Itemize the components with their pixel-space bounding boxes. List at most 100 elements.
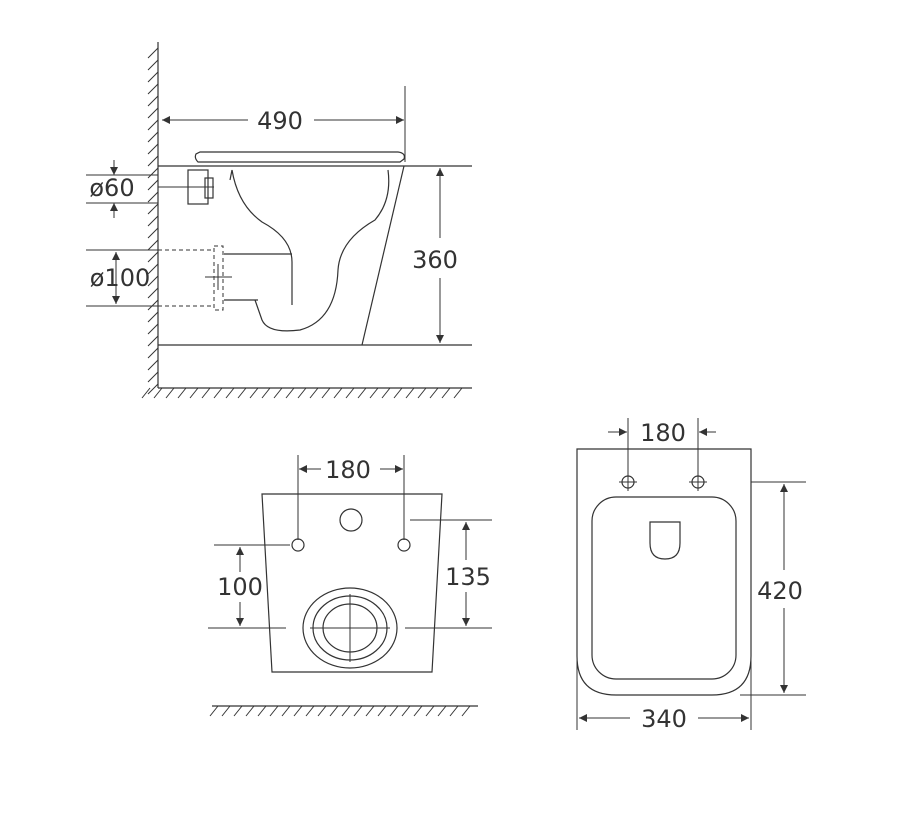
height-label: 360 — [412, 246, 458, 274]
inlet-diameter-label: ø60 — [89, 174, 134, 202]
hatch-line — [147, 251, 159, 263]
hatch-line — [425, 705, 435, 717]
hatch-line — [273, 387, 283, 399]
hatch-line — [321, 387, 331, 399]
hatch-line — [257, 705, 267, 717]
top-length-label: 420 — [757, 577, 803, 605]
hatch-line — [377, 705, 387, 717]
hatch-line — [189, 387, 199, 399]
hatch-line — [461, 705, 471, 717]
hatch-line — [213, 387, 223, 399]
rear-outlet-height-label: 100 — [217, 573, 263, 601]
hatch-line — [147, 311, 159, 323]
rear-bolt-hole-right — [397, 538, 411, 552]
outlet-diameter-dimension: ø100 — [86, 249, 158, 307]
top-body-outline — [576, 448, 752, 696]
top-bolt-spacing-label: 180 — [640, 419, 686, 447]
hatch-line — [165, 387, 175, 399]
hatch-line — [147, 203, 159, 215]
rear-bolt-height-label: 135 — [445, 563, 491, 591]
hatch-line — [365, 705, 375, 717]
hatch-line — [285, 387, 295, 399]
hatch-line — [317, 705, 327, 717]
hatch-line — [225, 387, 235, 399]
hatch-line — [341, 705, 351, 717]
hatch-line — [381, 387, 391, 399]
hatch-line — [147, 71, 159, 83]
rear-view: 180 100 135 — [208, 455, 492, 717]
rear-bolt-spacing-label: 180 — [325, 456, 371, 484]
hatch-line — [147, 59, 159, 71]
hatch-line — [147, 131, 159, 143]
height-dimension: 360 — [412, 168, 458, 343]
side-view: 490 360 ø60 ø100 — [86, 42, 472, 399]
hatch-line — [147, 287, 159, 299]
hatch-line — [369, 387, 379, 399]
hatch-line — [147, 107, 159, 119]
hatch-line — [147, 263, 159, 275]
hatch-line — [333, 387, 343, 399]
hatch-line — [309, 387, 319, 399]
hatch-line — [147, 83, 159, 95]
hatch-line — [147, 155, 159, 167]
hatch-line — [345, 387, 355, 399]
rear-bolt-spacing-dimension: 180 — [297, 455, 405, 540]
top-bowl-opening — [649, 521, 681, 560]
hatch-line — [147, 119, 159, 131]
top-bolt-spacing-dimension: 180 — [608, 419, 716, 447]
hatch-line — [329, 705, 339, 717]
hatch-line — [293, 705, 303, 717]
hatch-line — [233, 705, 243, 717]
hatch-line — [141, 387, 151, 399]
outlet-diameter-label: ø100 — [90, 264, 151, 292]
wall — [147, 42, 159, 395]
hatch-line — [221, 705, 231, 717]
hatch-line — [417, 387, 427, 399]
hatch-line — [147, 383, 159, 395]
toilet-side-profile — [158, 151, 472, 346]
top-seat-outline — [591, 496, 737, 680]
rear-inlet-hole — [339, 508, 363, 532]
top-width-dimension: 340 — [576, 660, 752, 733]
rear-outlet-height-dimension: 100 — [208, 544, 290, 629]
top-bolt-hole-left — [619, 418, 637, 491]
hatch-line — [147, 239, 159, 251]
hatch-line — [353, 705, 363, 717]
hatch-line — [147, 227, 159, 239]
hatch-line — [357, 387, 367, 399]
hatch-line — [201, 387, 211, 399]
hatch-line — [177, 387, 187, 399]
floor — [141, 387, 472, 399]
hatch-line — [147, 167, 159, 179]
rear-bolt-height-dimension: 135 — [405, 519, 492, 629]
hatch-line — [147, 371, 159, 383]
hatch-line — [413, 705, 423, 717]
hatch-line — [237, 387, 247, 399]
hatch-line — [147, 179, 159, 191]
hatch-line — [281, 705, 291, 717]
hatch-line — [429, 387, 439, 399]
hatch-line — [147, 359, 159, 371]
top-width-label: 340 — [641, 705, 687, 733]
hatch-line — [269, 705, 279, 717]
hatch-line — [153, 387, 163, 399]
top-view: 180 420 340 — [576, 418, 806, 733]
rear-floor — [209, 705, 478, 717]
hatch-line — [405, 387, 415, 399]
rear-body-outline — [261, 493, 443, 673]
hatch-line — [449, 705, 459, 717]
rear-outlet — [302, 587, 398, 669]
hatch-line — [249, 387, 259, 399]
hatch-line — [147, 215, 159, 227]
hatch-line — [147, 335, 159, 347]
hatch-line — [147, 47, 159, 59]
hatch-line — [245, 705, 255, 717]
rear-bolt-hole-left — [291, 538, 305, 552]
hatch-line — [147, 191, 159, 203]
hatch-line — [389, 705, 399, 717]
hatch-line — [147, 323, 159, 335]
hatch-line — [393, 387, 403, 399]
hatch-line — [437, 705, 447, 717]
depth-dimension: 490 — [162, 86, 406, 162]
